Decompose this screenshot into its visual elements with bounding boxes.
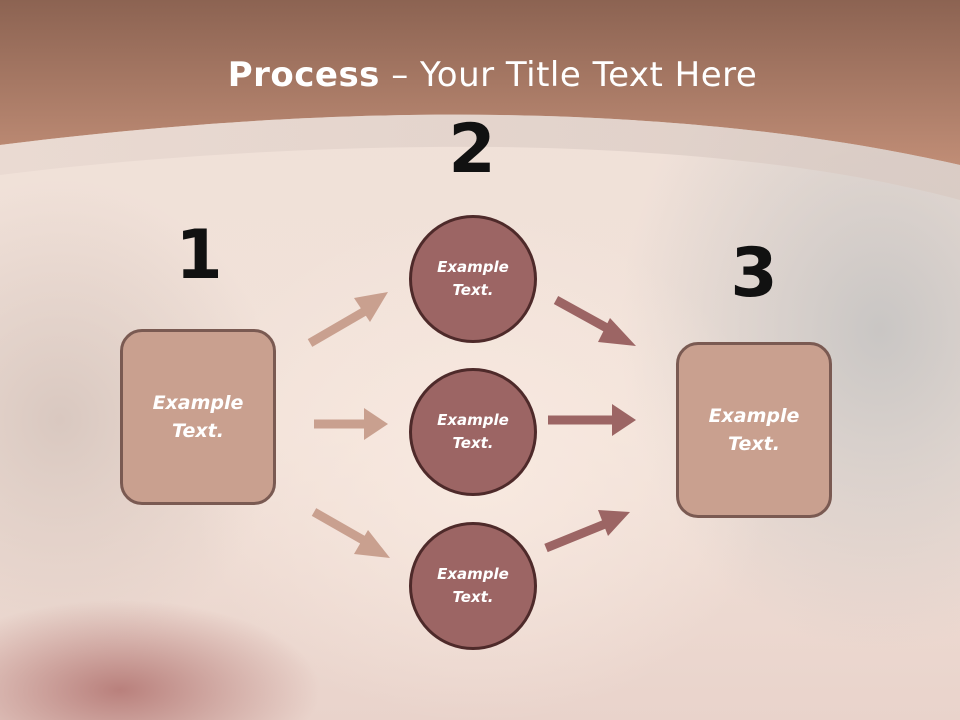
circle-top-text: Example Text. xyxy=(437,257,509,299)
arrow-right-up xyxy=(553,296,617,336)
stage-1-box-text: Example Text. xyxy=(152,391,244,443)
arrow-right-mid-head xyxy=(612,404,636,436)
stage-1-box: Example Text. xyxy=(120,329,276,505)
circle-middle-text: Example Text. xyxy=(437,410,509,452)
title-rest: – Your Title Text Here xyxy=(379,55,758,95)
arrow-left-up xyxy=(307,303,375,347)
arrow-left-down xyxy=(311,508,373,548)
slide-title: Process – Your Title Text Here xyxy=(0,55,960,95)
header-band xyxy=(0,0,960,200)
stage-2-circle-middle: Example Text. xyxy=(409,368,537,496)
arrow-left-down-head xyxy=(354,530,390,558)
stage-number-1: 1 xyxy=(175,216,223,295)
stage-number-2: 2 xyxy=(448,110,496,189)
arrow-right-down xyxy=(544,517,612,553)
circle-bottom-text: Example Text. xyxy=(437,564,509,606)
arrow-left-up-head xyxy=(354,292,388,322)
title-bold: Process xyxy=(227,55,380,95)
stage-3-box-text: Example Text. xyxy=(708,404,800,456)
arrow-left-mid-head xyxy=(364,408,388,440)
arrow-right-down-head xyxy=(598,510,630,536)
arrow-right-up-head xyxy=(598,318,636,346)
stage-2-circle-top: Example Text. xyxy=(409,215,537,343)
stage-2-circle-bottom: Example Text. xyxy=(409,522,537,650)
stage-number-3: 3 xyxy=(730,234,778,313)
stage-3-box: Example Text. xyxy=(676,342,832,518)
